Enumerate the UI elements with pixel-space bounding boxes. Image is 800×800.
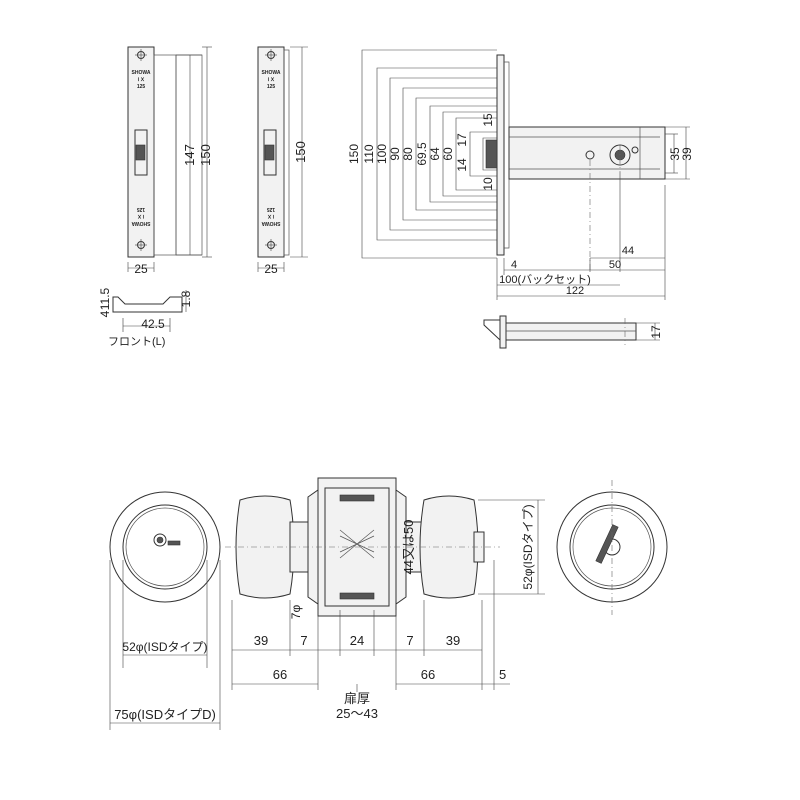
- brand-sub-label: Ⅰ Ⅹ: [138, 76, 145, 83]
- strike-length-dim: 150: [293, 141, 308, 163]
- knob-dim-39-left: 39: [254, 633, 268, 648]
- strike-brand-sub-inverted: Ⅰ Ⅹ: [267, 213, 274, 220]
- spindle-height-dim: 44又は50: [401, 520, 416, 575]
- brand-label-inverted: SHOWA: [131, 220, 150, 226]
- front-depth-dim: 42.5: [141, 317, 165, 331]
- case-dim-4: 4: [511, 259, 517, 271]
- strike-width-dim: 25: [264, 262, 278, 276]
- strike-screw-top: [265, 49, 277, 61]
- strike-brand-sub: Ⅰ Ⅹ: [268, 76, 275, 83]
- case-height-39: 39: [680, 147, 694, 161]
- case-dim-50: 50: [609, 259, 621, 271]
- latch-height-69-5: 69.5: [415, 142, 429, 166]
- rose-isdd-dim: 75φ(ISDタイプD): [114, 707, 216, 722]
- latch-side-view: 17: [483, 315, 663, 349]
- latch-height-15: 15: [481, 113, 495, 127]
- brand-label: SHOWA: [132, 70, 151, 76]
- case-height-35: 35: [668, 147, 682, 161]
- strike-brand: SHOWA: [262, 70, 281, 76]
- strike-screw-bottom: [265, 239, 277, 251]
- door-thickness-label: 扉厚: [344, 691, 370, 706]
- brand-number: 125: [137, 84, 146, 90]
- strike-brand-inverted: SHOWA: [261, 220, 280, 226]
- rose-right-view: [556, 480, 668, 615]
- latch-height-64: 64: [428, 147, 442, 161]
- knob-total-left-dim: 66: [273, 667, 287, 682]
- latch-height-80: 80: [401, 147, 415, 161]
- strike-brand-number-inverted: 125: [267, 206, 276, 212]
- knob-projection-dim: 5: [499, 667, 506, 682]
- screw-hole-top: [135, 49, 147, 61]
- front-section-view: 4 11.5 42.5 1.8 フロント(L): [98, 287, 193, 348]
- brand-number-inverted: 125: [137, 206, 146, 212]
- knob-total-right-dim: 66: [421, 667, 435, 682]
- screw-hole-bottom: [135, 239, 147, 251]
- front-width-dim: 25: [134, 262, 148, 276]
- rose-isd-dim: 52φ(ISDタイプ): [122, 640, 207, 654]
- door-thickness-range: 25～43: [336, 706, 378, 721]
- front-length-outer-dim: 150: [198, 144, 213, 166]
- latch-height-60: 60: [441, 147, 455, 161]
- brand-sub-inverted: Ⅰ Ⅹ: [137, 213, 144, 220]
- case-overall-dim: 122: [566, 285, 584, 297]
- front-thickness-b-dim: 11.5: [98, 287, 112, 310]
- strike-brand-number: 125: [267, 84, 276, 90]
- latch-height-110: 110: [362, 144, 376, 163]
- knob-assembly-view: 52φ(ISDタイプ) 44又は50 7φ 39 7 24 7 39 66 66…: [225, 477, 545, 721]
- knob-dim-7-left: 7: [300, 633, 307, 648]
- side-height-17: 17: [649, 325, 663, 339]
- front-length-inner-dim: 147: [182, 144, 197, 166]
- latch-height-150: 150: [347, 144, 361, 164]
- latch-case-view: 150 110 100 90 80 69.5 64 60 17 14 15 10: [347, 49, 694, 300]
- front-thickness-a-dim: 4: [98, 310, 112, 317]
- knob-dim-24: 24: [350, 633, 364, 648]
- case-dim-44: 44: [622, 245, 634, 257]
- rose-left-view: 52φ(ISDタイプ) 75φ(ISDタイプD): [109, 491, 221, 730]
- strike-plate-view: SHOWA Ⅰ Ⅹ 125 SHOWA Ⅰ Ⅹ 125 25 150: [257, 46, 308, 276]
- front-plate-view: SHOWA Ⅰ Ⅹ 125 SHOWA Ⅰ Ⅹ 125 25 147 150: [127, 46, 213, 276]
- latch-height-14: 14: [455, 158, 469, 172]
- front-edge-dim: 1.8: [179, 290, 193, 307]
- knob-isd-vertical-dim: 52φ(ISDタイプ): [521, 504, 535, 589]
- knob-dim-39-right: 39: [446, 633, 460, 648]
- hole-dim: 7φ: [289, 605, 303, 620]
- latch-height-17: 17: [455, 133, 469, 147]
- latch-height-100: 100: [375, 144, 389, 164]
- backset-dim: 100(バックセット): [499, 273, 591, 286]
- latch-height-90: 90: [388, 147, 402, 161]
- knob-dim-7-right: 7: [406, 633, 413, 648]
- front-caption: フロント(L): [108, 336, 165, 348]
- latch-height-10: 10: [481, 177, 495, 191]
